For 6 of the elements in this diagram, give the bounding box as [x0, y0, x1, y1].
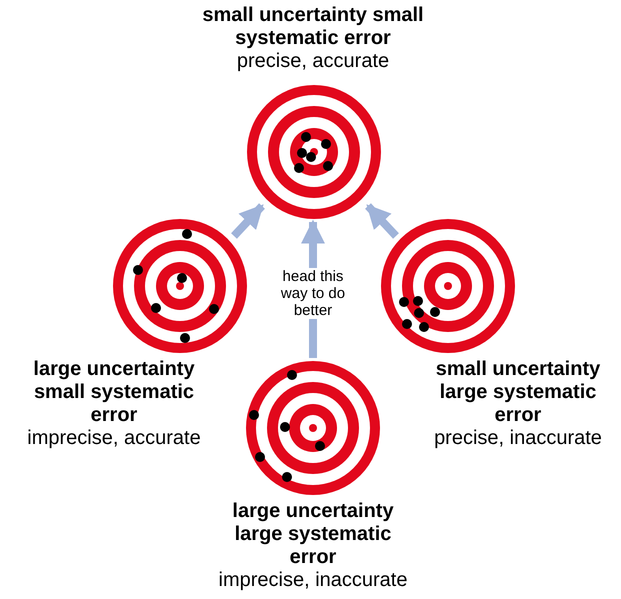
arrow	[365, 203, 399, 239]
arrow	[231, 203, 265, 239]
target-description: imprecise, inaccurate	[218, 569, 408, 592]
target-description: imprecise, accurate	[26, 427, 202, 450]
target-description: precise, inaccurate	[433, 427, 603, 450]
target-description: precise, accurate	[236, 50, 390, 73]
